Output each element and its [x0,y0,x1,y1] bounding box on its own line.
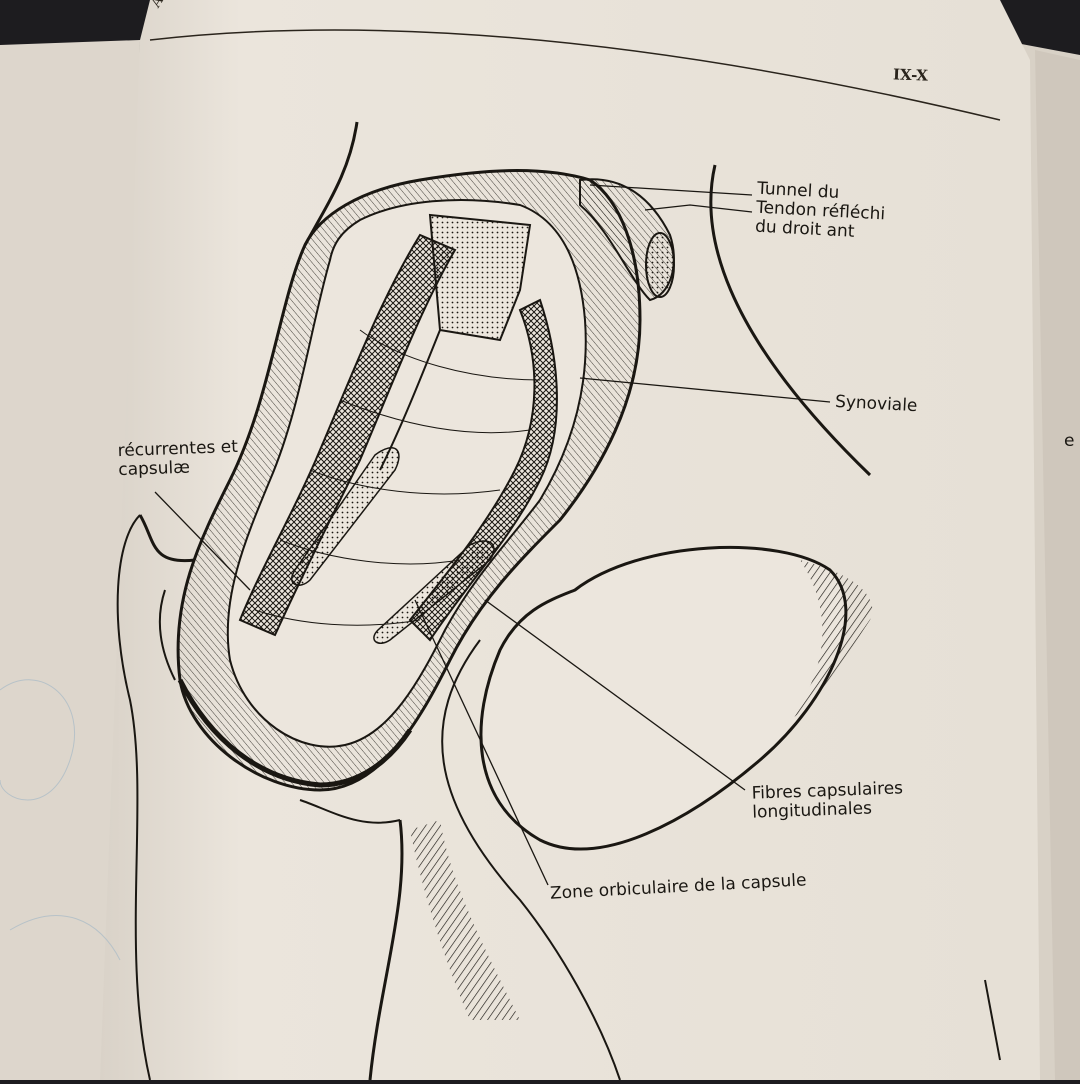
label-tunnel: Tunnel du Tendon réfléchi du droit ant [755,179,887,244]
page-code: IX-X [892,65,929,85]
label-recurrentes: récurrentes et capsulæ [117,437,239,480]
left-page [0,40,140,1080]
tendon-cross-section [645,232,675,298]
right-edge-fragment: e [1064,431,1075,451]
femoral-head [479,545,848,851]
label-fibres: Fibres capsulaires longitudinales [751,778,904,822]
